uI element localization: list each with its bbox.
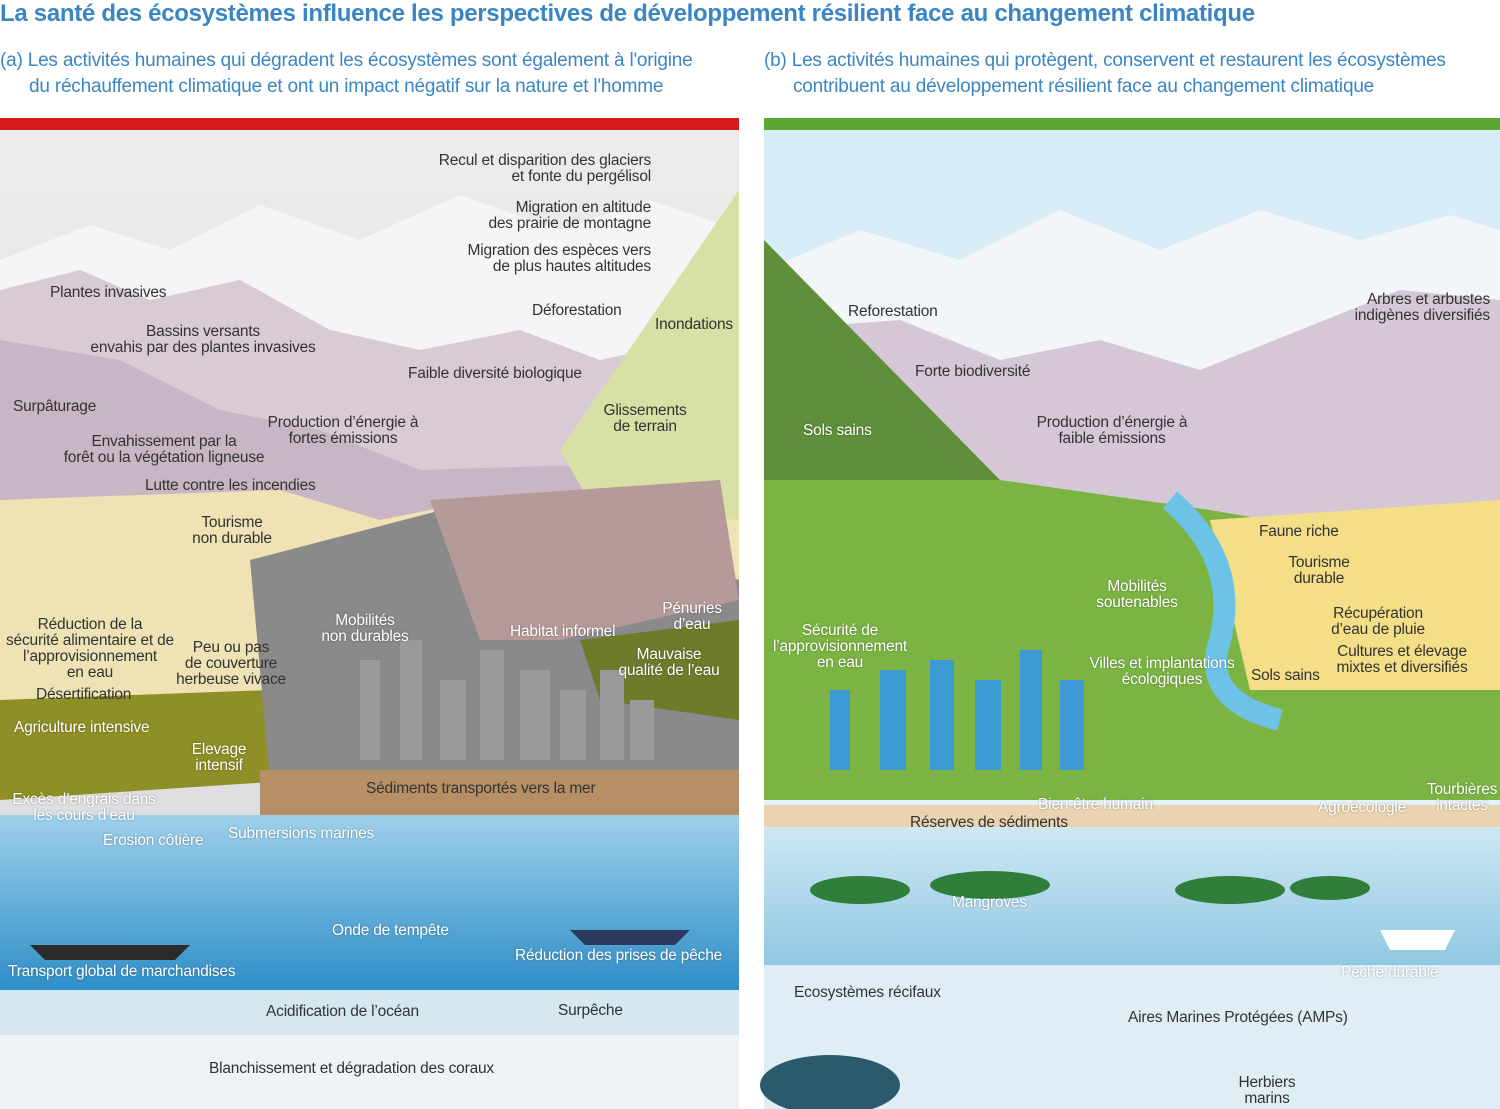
panel-a-label: Onde de tempête <box>332 922 449 939</box>
panel-b-label: Villes et implantations écologiques <box>1089 655 1235 688</box>
panel-a-label: Acidification de l’océan <box>266 1003 419 1020</box>
panel-a-label: Mauvaise qualité de l’eau <box>618 646 720 679</box>
panel-a-label: Tourisme non durable <box>192 514 272 547</box>
panel-a-scene <box>0 130 739 1109</box>
page-title: La santé des écosystèmes influence les p… <box>0 0 1255 27</box>
panel-b-label: Faune riche <box>1259 523 1339 540</box>
panel-a-label: Elevage intensif <box>191 741 247 774</box>
panel-a-subtitle-line2: du réchauffement climatique et ont un im… <box>29 76 664 97</box>
panel-a-label: Désertification <box>36 686 132 703</box>
panel-b-label: Mobilités soutenables <box>1096 578 1178 611</box>
panel-a-label: Surpêche <box>558 1002 623 1019</box>
panel-b-label: Herbiers marins <box>1238 1074 1296 1107</box>
panel-a-label: Peu ou pas de couverture herbeuse vivace <box>176 639 286 688</box>
panel-a-label: Bassins versants envahis par des plantes… <box>90 323 316 356</box>
panel-b-subtitle-line1: (b) Les activités humaines qui protègent… <box>764 50 1446 71</box>
panel-a-label: Pénuries d’eau <box>662 600 722 633</box>
panel-b-scene <box>760 130 1500 1109</box>
panel-a-label: Glissements de terrain <box>603 402 687 435</box>
panel-a-label: Sédiments transportés vers la mer <box>366 780 596 797</box>
panel-b-label: Agroécologie <box>1318 799 1407 816</box>
panel-a-label: Mobilités non durables <box>321 612 409 645</box>
panel-b-label: Sécurité de l’approvisionnement en eau <box>772 622 908 671</box>
panel-a-label: Inondations <box>655 316 733 333</box>
panel-b-label: Récupération d’eau de pluie <box>1331 605 1425 638</box>
panel-b-label: Sols sains <box>1251 667 1320 684</box>
panel-b-label: Arbres et arbustes indigènes diversifiés <box>1354 291 1491 324</box>
panel-a-label: Faible diversité biologique <box>408 365 582 382</box>
panel-a-label: Excès d’engrais dans les cours d’eau <box>12 791 156 824</box>
panel-a-subtitle-line1: (a) Les activités humaines qui dégradent… <box>0 50 693 71</box>
panel-b-label: Sols sains <box>803 422 872 439</box>
panel-b-label: Tourbières intactes <box>1426 781 1498 814</box>
panel-b-label: Réserves de sédiments <box>910 814 1068 831</box>
panel-a-label: Blanchissement et dégradation des coraux <box>209 1060 494 1077</box>
panel-a-label: Migration des espèces vers de plus haute… <box>467 242 652 275</box>
panel-b-label: Pêche durable <box>1341 964 1439 981</box>
panel-b-bar <box>764 118 1500 130</box>
panel-a-label: Réduction de la sécurité alimentaire et … <box>6 616 174 681</box>
panel-a-label: Erosion côtière <box>103 832 204 849</box>
panel-a-label: Plantes invasives <box>50 284 167 301</box>
panel-b-label: Cultures et élevage mixtes et diversifié… <box>1336 643 1468 676</box>
panel-a-label: Lutte contre les incendies <box>145 477 316 494</box>
panel-a-label: Habitat informel <box>510 623 616 640</box>
panel-a-label: Envahissement par la forêt ou la végétat… <box>63 433 265 466</box>
panel-b-label: Production d’énergie à faible émissions <box>1036 414 1188 447</box>
panel-a-label: Agriculture intensive <box>14 719 150 736</box>
panel-a-label: Surpâturage <box>13 398 97 415</box>
panel-a-label: Migration en altitude des prairie de mon… <box>488 199 651 232</box>
panel-a-label: Submersions marines <box>228 825 375 842</box>
panel-a-label: Déforestation <box>532 302 622 319</box>
panel-b-label: Ecosystèmes récifaux <box>794 984 941 1001</box>
panel-b-label: Reforestation <box>848 303 938 320</box>
panel-b-label: Aires Marines Protégées (AMPs) <box>1128 1009 1348 1026</box>
panel-b-label: Tourisme durable <box>1288 554 1350 587</box>
panel-a-label: Production d’énergie à fortes émissions <box>267 414 419 447</box>
panel-a-label: Réduction des prises de pêche <box>515 947 723 964</box>
panel-a-bar <box>0 118 739 130</box>
panel-b-subtitle-line2: contribuent au développement résilient f… <box>793 76 1375 97</box>
panel-b-label: Mangroves <box>952 894 1027 911</box>
panel-a-label: Transport global de marchandises <box>8 963 236 980</box>
panel-b-label: Forte biodiversité <box>915 363 1031 380</box>
panel-b-label: Bien-être humain <box>1038 796 1153 813</box>
panel-a-label: Recul et disparition des glaciers et fon… <box>438 152 651 185</box>
